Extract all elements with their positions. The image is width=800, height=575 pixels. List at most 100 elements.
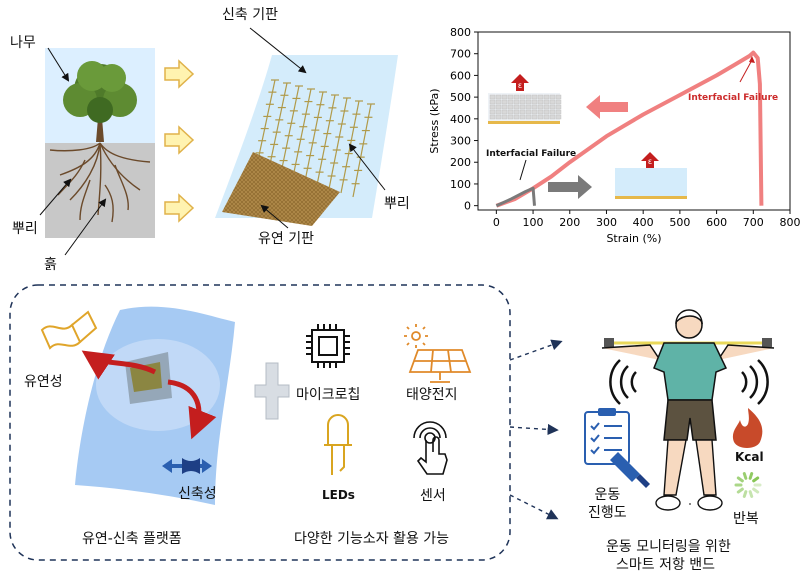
spinner-tick (742, 490, 748, 498)
sample-cell (555, 94, 562, 100)
tree-label: 나무 (10, 35, 36, 51)
flex-substrate-label: 유연 기판 (258, 231, 314, 247)
root-fiber (256, 79, 276, 166)
flex-label: 유연성 (24, 374, 63, 390)
epsilon-symbol: ε (518, 81, 522, 90)
annotation-red: Interfacial Failure (688, 93, 778, 103)
spinner-tick (752, 487, 760, 494)
microchip-label: 마이크로칩 (296, 387, 361, 403)
sample-cell (513, 109, 520, 115)
gray-arrow (548, 175, 592, 199)
sample-cell (501, 94, 508, 100)
y-tick-label: 0 (464, 200, 471, 213)
signal-wave-icon-right (741, 359, 769, 405)
sample-cell (543, 104, 550, 110)
sample-cell (507, 104, 514, 110)
sample-cell (531, 94, 538, 100)
x-tick-label: 0 (493, 216, 500, 229)
sample-cell (507, 109, 514, 115)
sample-cell (507, 94, 514, 100)
sample-cell (519, 104, 526, 110)
stretch-arrow (167, 379, 217, 440)
stretch-double-arrow-icon (162, 458, 212, 474)
x-tick-label: 200 (559, 216, 580, 229)
sample-cell (543, 99, 550, 105)
sample-cell (531, 99, 538, 105)
sample-cell (501, 104, 508, 110)
sample-cell (495, 109, 502, 115)
stretch-substrate-label: 신축 기판 (222, 7, 278, 23)
x-tick-label: 400 (633, 216, 654, 229)
x-tick-label: 800 (780, 216, 800, 229)
x-tick-label: 600 (706, 216, 727, 229)
yellow-arrow-3 (164, 193, 195, 223)
microchip-icon (306, 324, 350, 368)
y-tick-label: 100 (450, 178, 471, 191)
epsilon-arrow-icon (511, 74, 529, 91)
y-tick-label: 300 (450, 135, 471, 148)
sample-cell (543, 94, 550, 100)
sample-cell (519, 94, 526, 100)
tree-roots (49, 142, 151, 223)
spinner-tick (752, 476, 760, 483)
sample-cell (537, 99, 544, 105)
output-arrows (509, 339, 563, 520)
tree-canopy (63, 61, 137, 123)
root-label: 뿌리 (12, 221, 38, 237)
substrate-root-label: 뿌리 (384, 196, 410, 212)
substrate-panel (215, 27, 398, 229)
sample-cell (543, 114, 550, 120)
plain-sample-base (615, 196, 687, 199)
repeat-label: 반복 (733, 511, 759, 527)
flex-substrate (222, 152, 340, 226)
soil-label: 흙 (44, 257, 57, 273)
sample-cell (501, 99, 508, 105)
devices-caption: 다양한 기능소자 활용 가능 (294, 531, 450, 547)
stretch-label: 신축성 (178, 486, 217, 502)
spinner-tick (748, 472, 754, 480)
sample-cell (549, 109, 556, 115)
annotation-black: Interfacial Failure (486, 149, 576, 159)
person-figure (601, 309, 775, 511)
y-tick-label: 600 (450, 69, 471, 82)
platform-caption: 유연-신축 플랫폼 (82, 531, 182, 547)
sample-cell (513, 94, 520, 100)
x-tick-label: 300 (596, 216, 617, 229)
sample-cell (519, 114, 526, 120)
flame-icon (732, 408, 763, 448)
x-tick-label: 700 (743, 216, 764, 229)
root-fiber (304, 91, 324, 182)
sample-cell (489, 94, 496, 100)
yellow-arrow-1 (164, 59, 195, 89)
sample-cell (525, 99, 532, 105)
sample-cell (501, 114, 508, 120)
plus-icon (254, 362, 290, 420)
epsilon-symbol: ε (648, 157, 652, 166)
y-tick-label: 200 (450, 156, 471, 169)
sample-cell (507, 99, 514, 105)
solar-label: 태양전지 (406, 387, 458, 403)
sample-cell (489, 99, 496, 105)
sample-cell (525, 109, 532, 115)
root-fiber (268, 82, 288, 170)
series-line-1 (495, 50, 764, 208)
sensor-icon (413, 421, 448, 475)
band-caption-line1: 운동 모니터링을 위한 (606, 539, 731, 555)
root-fiber (328, 97, 348, 190)
chart-frame (477, 31, 791, 211)
x-tick-label: 500 (669, 216, 690, 229)
spinner-tick (736, 476, 744, 483)
band-caption-line2: 스마트 저항 밴드 (616, 557, 716, 573)
spinner-tick (736, 487, 744, 494)
led-label: LEDs (322, 488, 355, 502)
sample-cell (495, 104, 502, 110)
tree-panel (39, 47, 155, 256)
pink-arrow (586, 95, 628, 119)
y-tick-label: 400 (450, 113, 471, 126)
sample-cell (537, 104, 544, 110)
sample-cell (537, 94, 544, 100)
progress-label: 운동 진행도 (588, 487, 627, 522)
signal-wave-icon-left (609, 359, 637, 405)
